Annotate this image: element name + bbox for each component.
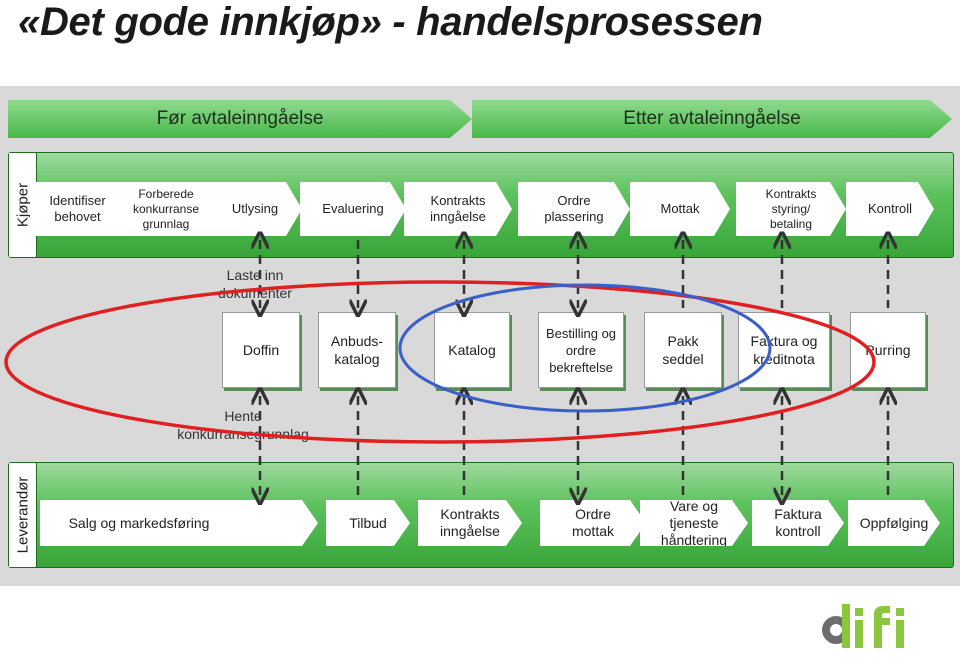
phase-before-label: Før avtaleinngåelse	[156, 108, 324, 129]
difi-logo	[822, 600, 926, 652]
supplier-step-follow-up: Oppfølging	[848, 500, 940, 546]
phase-before-agreement: Før avtaleinngåelse	[8, 100, 472, 138]
buyer-step-announcement: Utlysing	[208, 182, 302, 236]
buyer-step-control: Kontroll	[846, 182, 934, 236]
red-highlight-ellipse	[4, 280, 876, 444]
document-catalog: Katalog	[434, 312, 510, 388]
buyer-step-receipt: Mottak	[630, 182, 730, 236]
blue-highlight-ellipse	[398, 283, 772, 413]
phase-after-agreement: Etter avtaleinngåelse	[472, 100, 952, 138]
supplier-step-offer: Tilbud	[326, 500, 410, 546]
page-title: «Det gode innkjøp» - handelsprosessen	[18, 0, 763, 44]
phase-after-label: Etter avtaleinngåelse	[623, 108, 801, 129]
document-tender-catalog: Anbuds-katalog	[318, 312, 396, 388]
supplier-step-sales-marketing: Salg og markedsføring	[40, 500, 318, 546]
buyer-step-evaluation: Evaluering	[300, 182, 406, 236]
